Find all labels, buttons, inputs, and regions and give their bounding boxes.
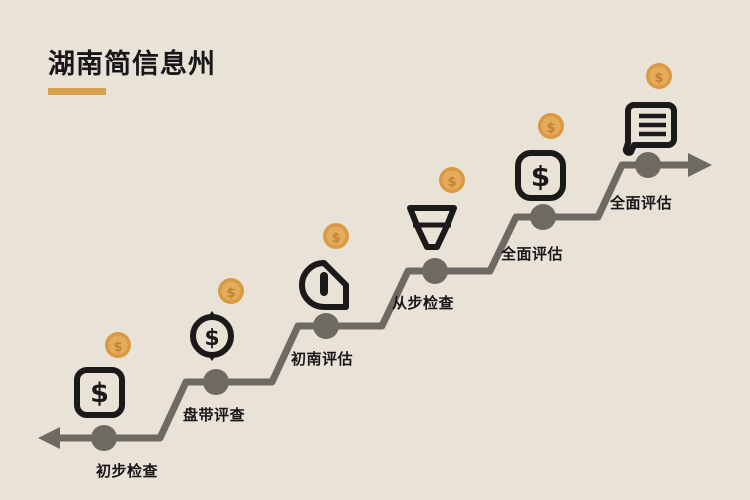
svg-text:$: $ xyxy=(654,71,663,86)
funnel-icon[interactable] xyxy=(407,205,457,250)
step-label-3: 初南评估 xyxy=(291,350,354,368)
step-label-2: 盘带评查 xyxy=(183,406,246,424)
svg-text:$: $ xyxy=(204,326,219,351)
svg-text:$: $ xyxy=(331,231,340,246)
dollar-coin-icon: $ xyxy=(646,63,672,89)
page-title: 湖南简信息州 xyxy=(48,49,216,80)
svg-text:$: $ xyxy=(113,340,122,355)
step-node[interactable] xyxy=(91,425,117,451)
svg-text:$: $ xyxy=(531,160,550,193)
step-node[interactable] xyxy=(635,152,661,178)
step-node[interactable] xyxy=(203,369,229,395)
step-node[interactable] xyxy=(530,204,556,230)
svg-text:$: $ xyxy=(447,175,456,190)
step-label-1: 初步检查 xyxy=(96,462,159,480)
speech-bubble-icon[interactable] xyxy=(622,102,677,156)
step-node[interactable] xyxy=(422,258,448,284)
dollar-circle-icon[interactable]: $ xyxy=(190,311,234,361)
title-underline xyxy=(48,88,106,95)
step-label-5: 全面评估 xyxy=(501,245,564,263)
step-label-4: 从步检查 xyxy=(392,294,455,312)
gauge-icon[interactable] xyxy=(299,260,349,310)
staircase-path xyxy=(48,161,694,442)
svg-text:$: $ xyxy=(226,286,235,301)
dollar-coin-icon: $ xyxy=(105,332,131,358)
dollar-coin-icon: $ xyxy=(323,223,349,249)
dollar-coin-icon: $ xyxy=(218,278,244,304)
svg-text:$: $ xyxy=(90,378,109,409)
left-arrowhead-icon xyxy=(38,427,60,449)
svg-text:$: $ xyxy=(546,121,555,136)
dollar-rounded-square-icon[interactable]: $ xyxy=(515,150,566,201)
dollar-square-icon[interactable]: $ xyxy=(74,367,125,418)
step-label-6: 全面评估 xyxy=(610,194,673,212)
dollar-coin-icon: $ xyxy=(439,167,465,193)
dollar-coin-icon: $ xyxy=(538,113,564,139)
step-node[interactable] xyxy=(313,313,339,339)
right-arrowhead-icon xyxy=(688,153,712,177)
